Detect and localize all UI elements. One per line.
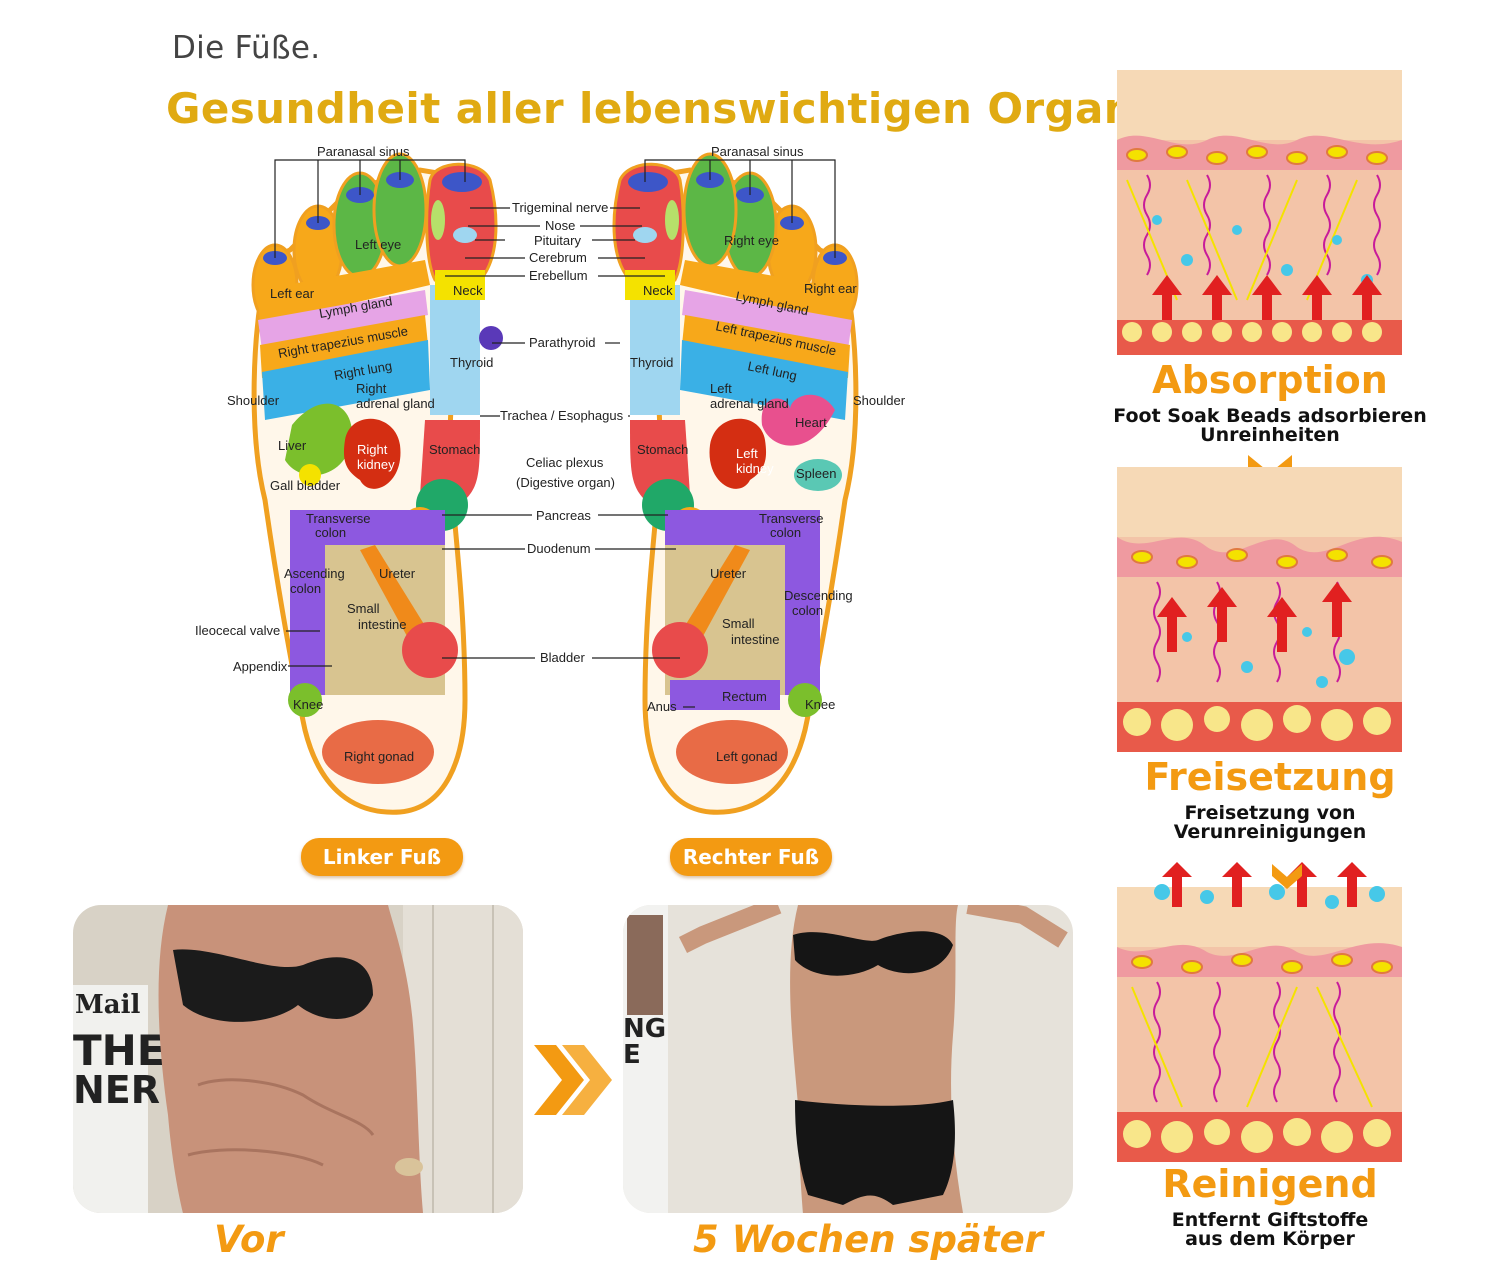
label-stomach-right: Stomach (637, 442, 688, 457)
left-liver-shape (285, 403, 353, 476)
label-adrenal-left-1: Right (356, 381, 387, 396)
label-gonad-left: Right gonad (344, 749, 414, 764)
label-descending-2: colon (792, 603, 823, 618)
label-gall-bladder: Gall bladder (270, 478, 341, 493)
stage-cleansing-text-1: Entfernt Giftstoffe (1171, 1209, 1369, 1231)
label-right-eye: Right eye (724, 233, 779, 248)
label-ureter-right: Ureter (710, 566, 747, 581)
left-big-toe (425, 162, 498, 282)
label-anus: Anus (647, 699, 677, 714)
label-pancreas: Pancreas (536, 508, 591, 523)
label-paranasal-right: Paranasal sinus (711, 144, 804, 159)
newspaper-headline-2: NER (73, 1068, 160, 1112)
reflexology-chart: Paranasal sinus Paranasal sinus Trigemin… (180, 140, 930, 890)
label-spleen: Spleen (796, 466, 836, 481)
page-headline: Gesundheit aller lebenswichtigen Organe (166, 84, 1163, 133)
label-trachea: Trachea / Esophagus (500, 408, 624, 423)
stage-release-text-2: Verunreinigungen (1173, 821, 1367, 843)
stage-absorption-text-1: Foot Soak Beads adsorbieren (1113, 405, 1427, 427)
label-small-left-2: intestine (358, 617, 406, 632)
label-shoulder-right: Shoulder (853, 393, 906, 408)
label-kidney-left-1: Right (357, 442, 388, 457)
stage-release-title: Freisetzung (1144, 755, 1396, 799)
newspaper-masthead: Mail (75, 990, 141, 1020)
label-parathyroid: Parathyroid (529, 335, 595, 350)
label-ileocecal: Ileocecal valve (195, 623, 280, 638)
label-kidney-right-2: kidney (736, 461, 774, 476)
label-heart: Heart (795, 415, 827, 430)
label-appendix: Appendix (233, 659, 288, 674)
label-duodenum: Duodenum (527, 541, 591, 556)
label-adrenal-right-2: adrenal gland (710, 396, 789, 411)
label-shoulder-left: Shoulder (227, 393, 280, 408)
right-foot (612, 152, 859, 815)
label-paranasal-left: Paranasal sinus (317, 144, 410, 159)
label-small-right-2: intestine (731, 632, 779, 647)
before-after-arrow-icon (534, 1045, 612, 1115)
label-transverse-right-2: colon (770, 525, 801, 540)
stage-cleansing-title: Reinigend (1162, 1162, 1378, 1206)
label-gonad-right: Left gonad (716, 749, 777, 764)
label-knee-left: Knee (293, 697, 323, 712)
label-knee-right: Knee (805, 697, 835, 712)
before-photo: Mail THE NER (73, 905, 523, 1213)
label-neck-right: Neck (643, 283, 673, 298)
label-erebellum: Erebellum (529, 268, 588, 283)
label-adrenal-left-2: adrenal gland (356, 396, 435, 411)
label-cerebrum: Cerebrum (529, 250, 587, 265)
before-caption: Vor (214, 1218, 284, 1261)
label-thyroid-right: Thyroid (630, 355, 673, 370)
stage-absorption-title: Absorption (1152, 358, 1388, 402)
label-nose: Nose (545, 218, 575, 233)
label-left-eye: Left eye (355, 237, 401, 252)
label-small-left-1: Small (347, 601, 380, 616)
label-rectum: Rectum (722, 689, 767, 704)
label-transverse-left-2: colon (315, 525, 346, 540)
stage-cleansing-text-2: aus dem Körper (1185, 1228, 1355, 1250)
label-right-ear: Right ear (804, 281, 857, 296)
label-liver: Liver (278, 438, 307, 453)
label-descending-1: Descending (784, 588, 853, 603)
label-trigeminal: Trigeminal nerve (512, 200, 608, 215)
label-bladder: Bladder (540, 650, 585, 665)
label-left-ear: Left ear (270, 286, 315, 301)
label-kidney-right-1: Left (736, 446, 758, 461)
label-kidney-left-2: kidney (357, 457, 395, 472)
label-celiac: Celiac plexus (526, 455, 604, 470)
left-kidney-shape (343, 418, 401, 489)
label-pituitary: Pituitary (534, 233, 581, 248)
stage-absorption-image (1117, 70, 1402, 355)
label-stomach-left: Stomach (429, 442, 480, 457)
connector-lines (274, 159, 836, 708)
label-digestive: (Digestive organ) (516, 475, 615, 490)
label-ascending-2: colon (290, 581, 321, 596)
label-adrenal-right-1: Left (710, 381, 732, 396)
heart-shape (761, 394, 835, 446)
after-photo: NG E (623, 905, 1073, 1213)
stage-release-text-1: Freisetzung von (1184, 802, 1356, 824)
stage-release-image (1117, 467, 1402, 752)
label-neck-left: Neck (453, 283, 483, 298)
right-foot-label: Rechter Fuß (670, 838, 832, 876)
label-thyroid-left: Thyroid (450, 355, 493, 370)
stage-cleansing-image (1117, 862, 1402, 1162)
reflexology-chart-graphic: Paranasal sinus Paranasal sinus Trigemin… (195, 144, 906, 815)
stage-absorption-text-2: Unreinheiten (1200, 424, 1340, 446)
left-foot (251, 152, 503, 815)
left-foot-label: Linker Fuß (301, 838, 463, 876)
poster-text-2: E (623, 1040, 641, 1070)
newspaper-headline-1: THE (73, 1026, 166, 1075)
label-transverse-right-1: Transverse (759, 511, 824, 526)
label-small-right-1: Small (722, 616, 755, 631)
label-ascending-1: Ascending (284, 566, 345, 581)
poster-text-1: NG (623, 1014, 666, 1044)
intro-text: Die Füße. (172, 30, 321, 66)
after-caption: 5 Wochen später (693, 1218, 1043, 1261)
label-transverse-left-1: Transverse (306, 511, 371, 526)
label-ureter-left: Ureter (379, 566, 416, 581)
